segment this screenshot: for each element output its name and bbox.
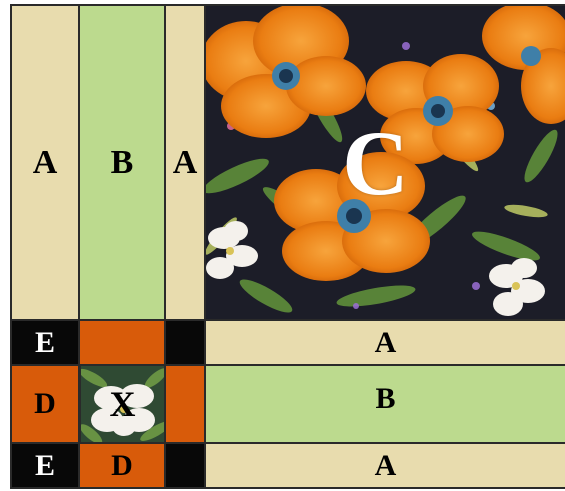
block-e-bottom: E (10, 442, 80, 489)
block-b-label: B (111, 144, 134, 182)
block-a-narrow-label: A (173, 144, 198, 182)
block-a-narrow-strip: A (164, 4, 206, 321)
block-d-top-orange (78, 319, 166, 366)
block-x-label: X (81, 366, 164, 442)
block-e-bottom-label: E (35, 449, 55, 483)
block-e-top: E (10, 319, 80, 366)
block-a-row1-strip: A (204, 319, 565, 366)
block-d-bottom-label: D (111, 449, 133, 483)
block-corner-black-top (164, 319, 206, 366)
block-a-left-label: A (33, 144, 58, 182)
block-b-row2-strip: B (204, 364, 565, 444)
block-d-right-orange (164, 364, 206, 444)
block-c-photo: C (204, 4, 565, 321)
block-e-top-label: E (35, 326, 55, 360)
block-b-strip: B (78, 4, 166, 321)
block-a-left-strip: A (10, 4, 80, 321)
block-x-photo: X (79, 364, 166, 444)
block-d-bottom: D (78, 442, 166, 489)
block-a-row3-strip: A (204, 442, 565, 489)
block-a-row1-label: A (375, 326, 397, 360)
block-c-label: C (206, 6, 565, 319)
block-d-left-label: D (34, 387, 56, 421)
block-a-row3-label: A (375, 449, 397, 483)
block-d-left: D (10, 364, 80, 444)
block-corner-black-bottom (164, 442, 206, 489)
block-b-row2-label: B (375, 382, 395, 416)
